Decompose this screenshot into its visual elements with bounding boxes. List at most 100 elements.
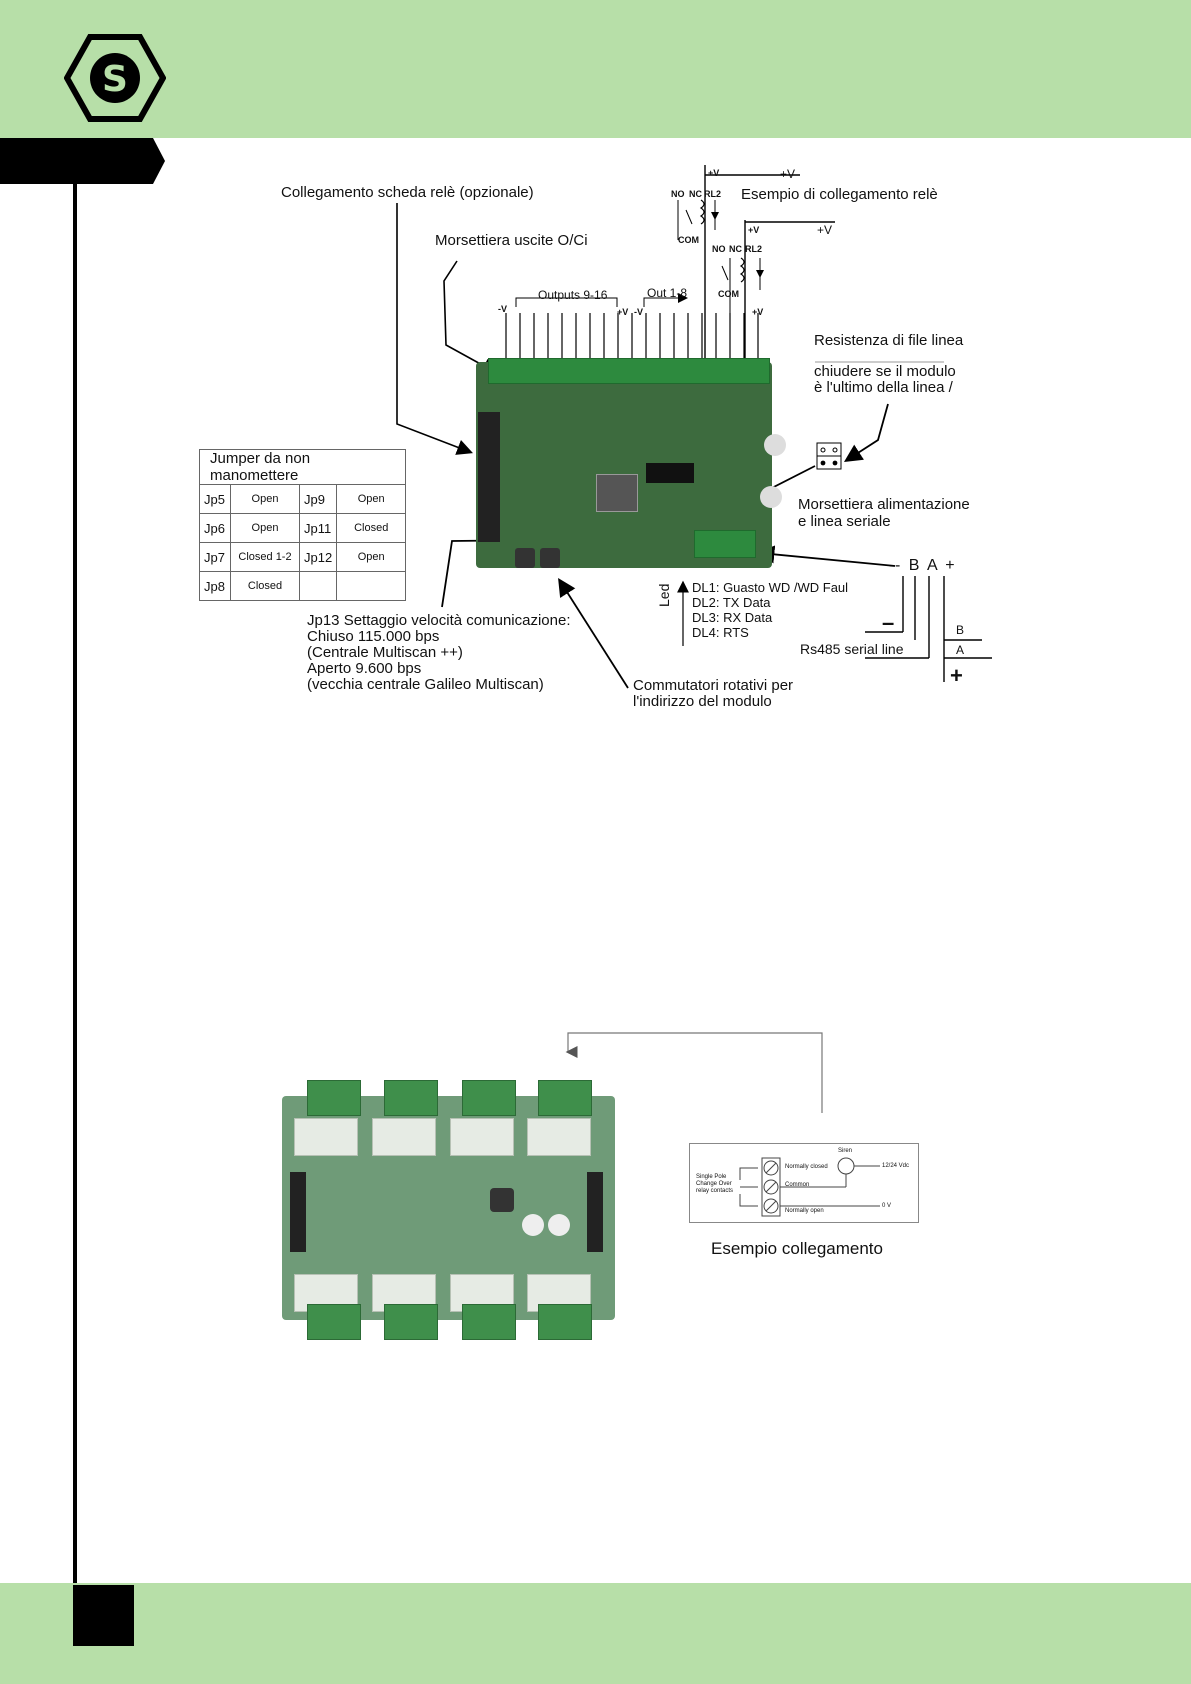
table-cell: Open [230,513,300,543]
label-rl2-1: RL2 [704,189,722,199]
label-collegamento: Collegamento scheda relè (opzionale) [281,184,534,201]
connection-example-diagram: Single Pole Change Over relay contacts N… [689,1143,919,1223]
ribbon-connector [587,1172,603,1252]
relay-board [282,1080,615,1340]
table-row: Jp5 Open Jp9 Open [199,484,407,514]
power-terminal [694,530,756,558]
table-cell: Closed [230,571,300,601]
capacitor [522,1214,544,1236]
footer-band [0,1583,1191,1684]
label-normally-closed: Normally closed [785,1164,828,1170]
table-cell: Jp5 [199,484,231,514]
label-no-1: NO [671,189,685,199]
relay [294,1118,358,1156]
terminal-block [307,1304,361,1340]
table-row: Jp6 Open Jp11 Closed [199,513,407,543]
label-jp13-1: Jp13 Settaggio velocità comunicazione: [307,612,571,629]
terminal-block [462,1304,516,1340]
label-single-pole-1: Single Pole [696,1174,727,1180]
label-plus-v-big-1: +V [780,167,796,181]
table-cell: Jp12 [298,542,338,572]
terminal-block [384,1304,438,1340]
label-chiudere-2: è l'ultimo della linea / [814,379,953,396]
table-cell: Closed 1-2 [230,542,300,572]
label-jp13-2: Chiuso 115.000 bps [307,628,440,645]
terminal-block [538,1304,592,1340]
table-cell: Jp6 [199,513,231,543]
table-cell: Closed [336,513,407,543]
table-cell: Open [336,484,407,514]
label-siren: Siren [838,1148,853,1154]
ribbon-connector [290,1172,306,1252]
relay [450,1118,514,1156]
table-cell [336,571,407,601]
table-cell: Open [230,484,300,514]
table-cell [298,571,338,601]
label-com-2: COM [718,289,739,299]
section-tab [0,138,165,184]
capacitor [548,1214,570,1236]
rotary-switch-2 [540,548,560,568]
label-minus-v-2: -V [634,307,643,317]
label-com-1: COM [678,235,699,245]
rotary-switch-1 [515,548,535,568]
label-zero-v: 0 V [882,1203,892,1209]
label-minus-v-1: -V [498,304,507,314]
label-chiudere-1: chiudere se il modulo [814,363,956,380]
label-a-line: A [956,643,965,657]
table-cell: Jp7 [199,542,231,572]
relay [372,1118,436,1156]
capacitor-2 [760,486,782,508]
label-resistenza: Resistenza di file linea [814,332,964,349]
label-morsettiera-alim-2: e linea seriale [798,513,891,530]
terminal-block [538,1080,592,1116]
label-plus-v-relay2: +V [748,225,760,235]
label-minus-serial: – [882,610,895,635]
label-plus-v-relay1: +V [708,168,720,178]
table-cell: Jp11 [298,513,338,543]
relay [527,1118,591,1156]
capacitor-1 [764,434,786,456]
label-b-line: B [956,623,965,637]
label-plus-v-big-2: +V [817,223,833,237]
wiring-lines [739,1157,880,1217]
label-normally-open: Normally open [785,1208,824,1214]
header-band [0,0,1191,138]
label-rl2-2: RL2 [745,244,763,254]
jumper-table-title: Jumper da non manomettere [198,449,407,485]
table-cell: Jp8 [199,571,231,601]
hexagon-logo: S [64,34,166,122]
label-dl4: DL4: RTS [692,625,749,640]
inductor [490,1188,514,1212]
logo-letter: S [102,59,128,100]
microcontroller-chip [596,474,638,512]
label-jp13-4: Aperto 9.600 bps [307,660,422,677]
relay-board-arrow [565,1032,823,1113]
label-nc-1: NC [689,189,702,199]
label-plus-v-3: +V [752,307,764,317]
label-single-pole-3: relay contacts [696,1188,734,1194]
label-morsettiera-alim-1: Morsettiera alimentazione [798,496,970,513]
label-vdc: 12/24 Vdc [882,1163,910,1169]
label-rs485: Rs485 serial line [800,641,904,657]
label-dl2: DL2: TX Data [692,595,771,610]
label-dl3: DL3: RX Data [692,610,773,625]
output-terminal-strip [488,358,770,384]
label-commutatori-1: Commutatori rotativi per [633,677,794,694]
ribbon-connector [478,412,500,542]
table-cell: Jp9 [298,484,338,514]
caption-esempio-collegamento: Esempio collegamento [711,1239,883,1258]
label-commutatori-2: l'indirizzo del modulo [633,693,772,710]
table-row: Jp8 Closed [199,571,407,601]
label-nc-2: NC [729,244,742,254]
label-dl1: DL1: Guasto WD /WD Faul [692,580,849,595]
label-esempio-rele: Esempio di collegamento relè [741,186,938,203]
label-jp13-5: (vecchia centrale Galileo Multiscan) [307,676,544,693]
label-plus-v-1: +V [617,307,629,317]
ic-chip [646,463,694,483]
jumper-table: Jumper da non manomettere Jp5 Open Jp9 O… [198,449,407,601]
terminal-block [462,1080,516,1116]
table-row: Jp7 Closed 1-2 Jp12 Open [199,542,407,572]
label-no-2: NO [712,244,726,254]
label-outputs: Outputs 9-16 [538,288,608,302]
